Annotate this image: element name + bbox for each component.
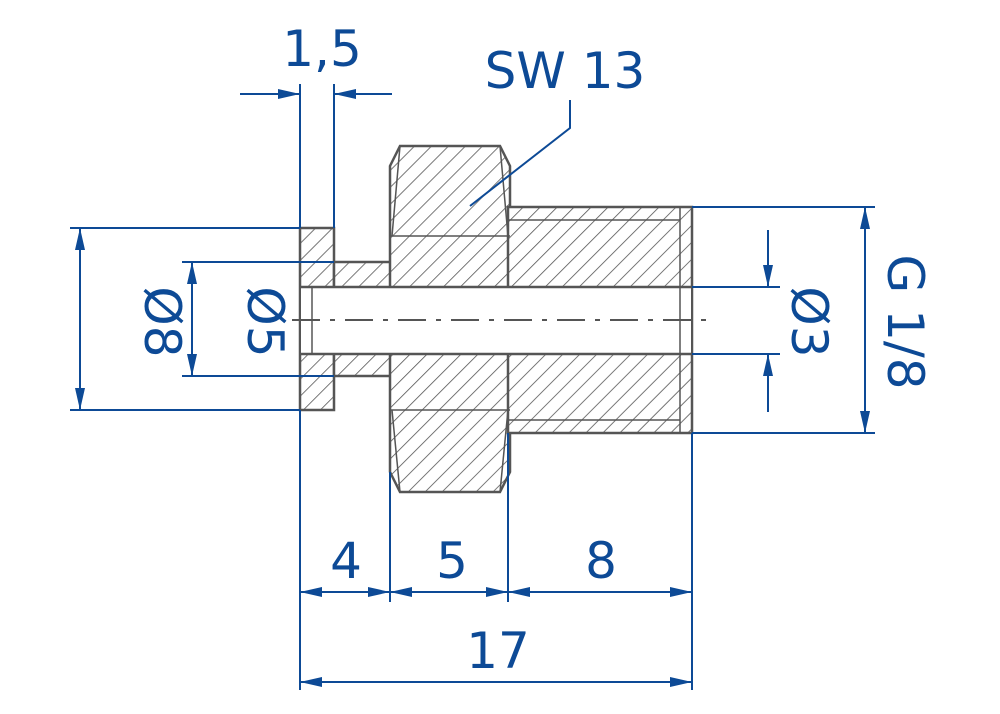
part-section [292, 144, 712, 494]
dim-hex-length: 5 [436, 532, 468, 590]
dim-bore-diameter: Ø3 [780, 286, 838, 357]
dim-flange-thickness: 1,5 [282, 20, 362, 78]
dim-thread: G 1/8 [876, 254, 934, 389]
dim-collar-diameter: Ø5 [236, 286, 294, 357]
dim-collar-length: 4 [330, 532, 362, 590]
dimensions: 1,5 SW 13 Ø8 Ø5 Ø3 G 1/8 [70, 20, 934, 690]
dim-total-length: 17 [466, 622, 530, 680]
dim-flange-diameter: Ø8 [133, 286, 191, 357]
dim-thread-length: 8 [585, 532, 617, 590]
dim-wrench-size: SW 13 [485, 42, 646, 100]
